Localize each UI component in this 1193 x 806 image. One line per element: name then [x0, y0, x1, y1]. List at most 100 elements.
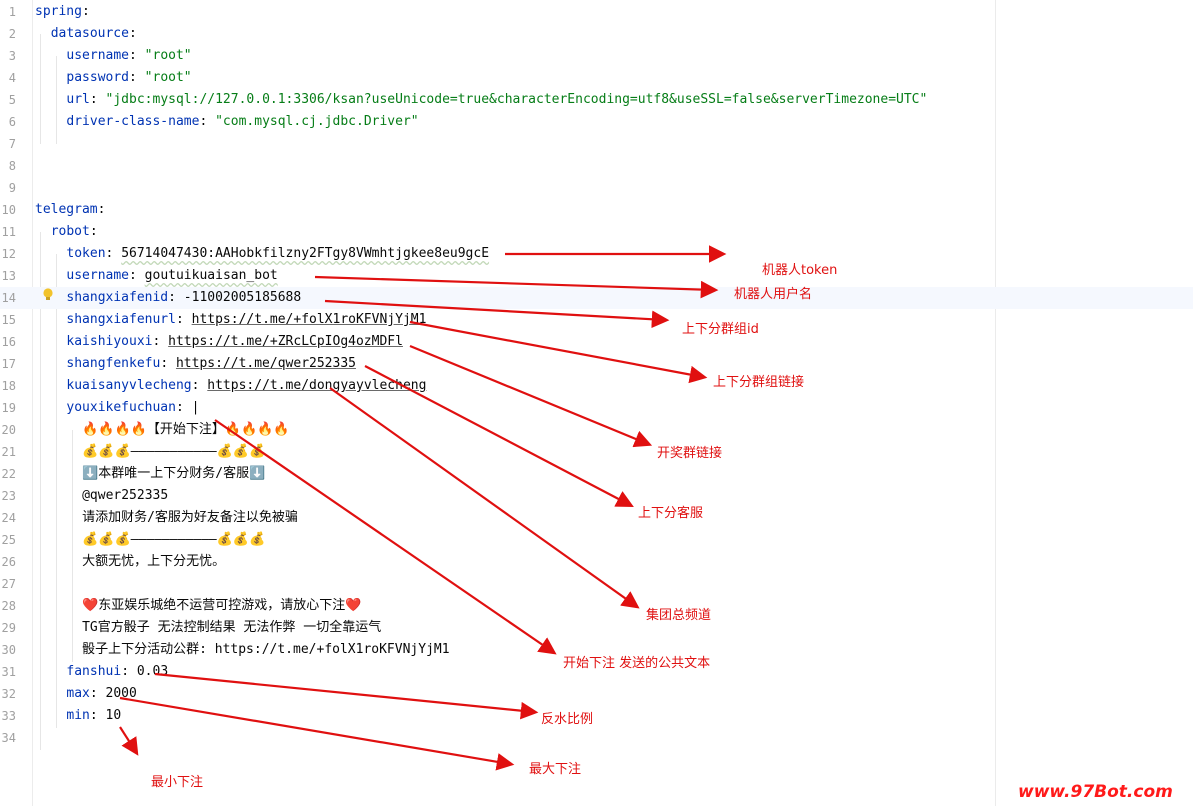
- line-number: 28: [1, 599, 16, 613]
- yaml-separator: :: [89, 686, 106, 701]
- arrow-channel: [329, 387, 640, 609]
- code-line[interactable]: 28 ❤️东亚娱乐城绝不运营可控游戏，请放心下注❤️: [0, 595, 1193, 617]
- code-text: shangfenkefu: https://t.me/qwer252335: [66, 353, 356, 375]
- watermark: www.97Bot.com: [1018, 782, 1173, 802]
- yaml-link-value[interactable]: https://t.me/+ZRcLCpIOg4ozMDFl: [168, 334, 403, 349]
- yaml-value: -11002005185688: [183, 290, 302, 305]
- yaml-link-value[interactable]: https://t.me/+folX1roKFVNjYjM1: [191, 312, 427, 327]
- yaml-separator: :: [89, 708, 106, 723]
- yaml-value: "root": [144, 70, 192, 85]
- arrow-lottery-group: [409, 344, 653, 448]
- yaml-separator: :: [175, 312, 192, 327]
- code-line[interactable]: 3 username: "root": [0, 45, 1193, 67]
- code-line[interactable]: 34: [0, 727, 1193, 749]
- code-line[interactable]: 8: [0, 155, 1193, 177]
- code-text: 骰子上下分活动公群: https://t.me/+folX1roKFVNjYjM…: [82, 639, 449, 661]
- code-line[interactable]: 21💰💰💰———————————💰💰💰: [0, 441, 1193, 463]
- line-number: 24: [1, 511, 16, 525]
- yaml-value: 🔥🔥🔥🔥【开始下注】🔥🔥🔥🔥: [82, 422, 290, 437]
- yaml-value: 💰💰💰———————————💰💰💰: [82, 532, 266, 547]
- line-number-gutter: [0, 0, 33, 806]
- code-text: @qwer252335: [82, 485, 168, 507]
- line-number: 3: [8, 49, 16, 63]
- code-line[interactable]: 27: [0, 573, 1193, 595]
- yaml-key: max: [66, 686, 90, 701]
- code-text: spring:: [35, 1, 90, 23]
- code-line[interactable]: 16 kaishiyouxi: https://t.me/+ZRcLCpIOg4o…: [0, 331, 1193, 353]
- code-line[interactable]: 7: [0, 133, 1193, 155]
- lightbulb-icon[interactable]: [42, 288, 54, 302]
- code-line[interactable]: 20🔥🔥🔥🔥【开始下注】🔥🔥🔥🔥: [0, 419, 1193, 441]
- annotation-group-id: 上下分群组id: [682, 322, 759, 337]
- line-number: 25: [1, 533, 16, 547]
- code-text: 🔥🔥🔥🔥【开始下注】🔥🔥🔥🔥: [82, 419, 290, 441]
- indent-guide: [56, 56, 57, 144]
- arrow-rebate: [154, 672, 539, 720]
- yaml-separator: :: [89, 92, 106, 107]
- yaml-value: "com.mysql.cj.jdbc.Driver": [215, 114, 419, 129]
- code-text: ❤️东亚娱乐城绝不运营可控游戏，请放心下注❤️: [82, 595, 361, 617]
- yaml-key: youxikefuchuan: [66, 400, 176, 415]
- code-line[interactable]: 23@qwer252335: [0, 485, 1193, 507]
- code-text: username: "root": [66, 45, 191, 67]
- code-text: kaishiyouxi: https://t.me/+ZRcLCpIOg4ozM…: [66, 331, 403, 353]
- yaml-key: shangxiafenurl: [66, 312, 176, 327]
- yaml-value: TG官方骰子 无法控制结果 无法作弊 一切全靠运气: [82, 620, 382, 635]
- line-number: 34: [1, 731, 16, 745]
- code-line[interactable]: 9: [0, 177, 1193, 199]
- code-line[interactable]: 30 骰子上下分活动公群: https://t.me/+folX1roKFVNjY…: [0, 639, 1193, 661]
- arrow-start-text: [214, 419, 557, 655]
- line-number: 31: [1, 665, 16, 679]
- code-text: kuaisanyvlecheng: https://t.me/dongyayvl…: [66, 375, 426, 397]
- code-text: min: 10: [66, 705, 121, 727]
- yaml-value: "root": [144, 48, 192, 63]
- line-number: 16: [1, 335, 16, 349]
- line-number: 30: [1, 643, 16, 657]
- code-line[interactable]: 25 💰💰💰———————————💰💰💰: [0, 529, 1193, 551]
- arrow-group-id: [324, 299, 670, 329]
- arrow-max: [119, 696, 515, 771]
- yaml-link-value[interactable]: https://t.me/qwer252335: [175, 356, 356, 371]
- yaml-value: @qwer252335: [82, 488, 169, 503]
- indent-guide: [56, 254, 57, 728]
- yaml-key: datasource: [50, 26, 129, 41]
- yaml-link-value[interactable]: https://t.me/dongyayvlecheng: [207, 378, 427, 393]
- line-number: 2: [8, 27, 16, 41]
- line-number: 1: [8, 5, 16, 19]
- line-number: 9: [8, 181, 16, 195]
- annotation-rebate: 反水比例: [541, 712, 594, 727]
- code-line[interactable]: 1 spring:: [0, 1, 1193, 23]
- yaml-key: username: [66, 48, 130, 63]
- line-number: 27: [1, 577, 16, 591]
- line-number: 11: [1, 225, 16, 239]
- code-text: token: 56714047430:AAHobkfilzny2FTgy8VWm…: [66, 243, 489, 265]
- yaml-separator: :: [160, 356, 176, 371]
- line-number: 8: [8, 159, 16, 173]
- yaml-value: 10: [105, 708, 122, 723]
- code-line[interactable]: 22⬇️本群唯一上下分财务/客服⬇️: [0, 463, 1193, 485]
- annotation-token: 机器人token: [762, 263, 838, 278]
- yaml-key: password: [66, 70, 130, 85]
- arrow-min: [119, 726, 139, 756]
- yaml-separator: :: [129, 48, 145, 63]
- yaml-key: telegram: [35, 202, 98, 217]
